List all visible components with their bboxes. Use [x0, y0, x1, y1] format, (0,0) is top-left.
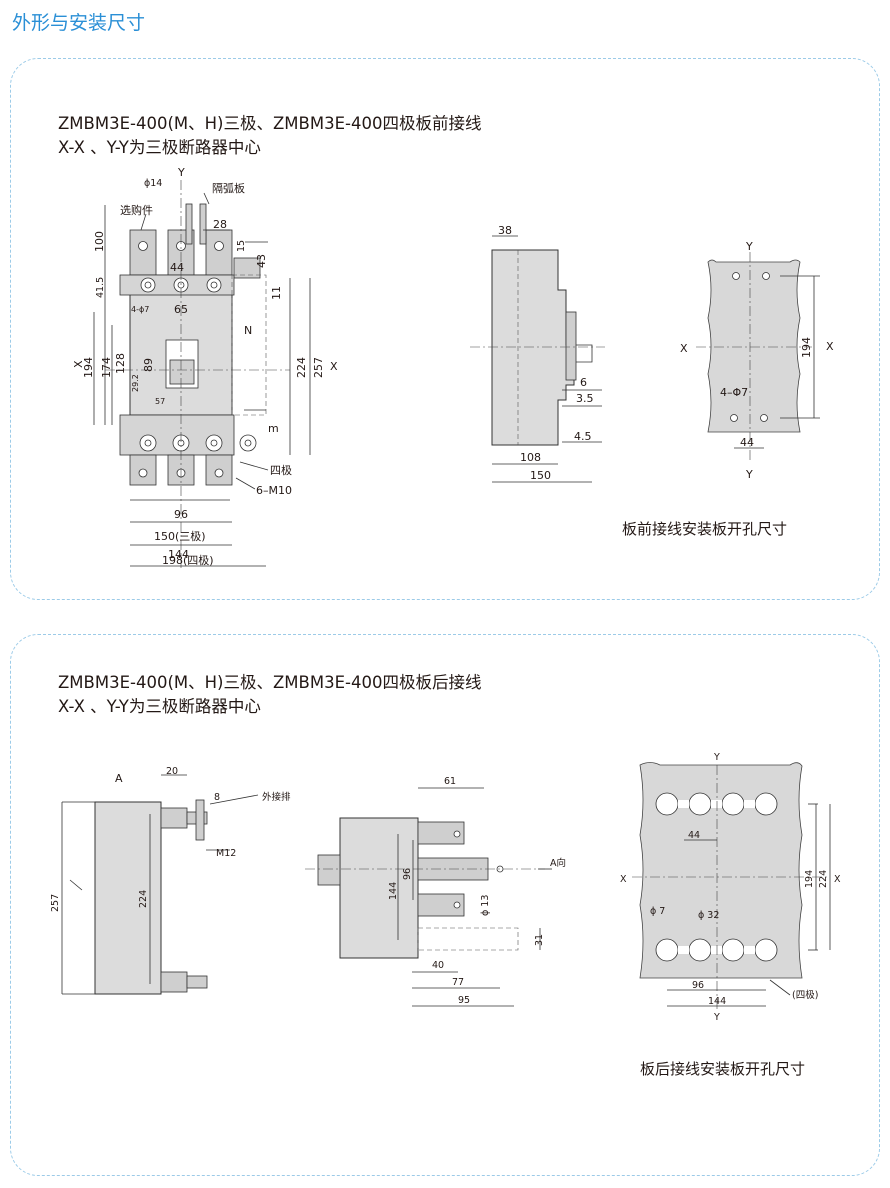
dim-label: 198(四极)	[162, 553, 214, 567]
axis-label: X	[330, 360, 338, 373]
dim-label: 194	[82, 357, 95, 378]
dim-label: 6	[580, 376, 587, 389]
axis-label: Y	[713, 752, 720, 763]
dim-label: 28	[213, 218, 227, 231]
heading-axis-line: X-X 、Y-Y为三极断路器中心	[58, 697, 261, 716]
dim-label: 194	[800, 337, 813, 358]
rear-top-labels: 61 A向 144 96 ϕ 13 31 40 77 95	[388, 776, 566, 1006]
rear-top-drawing	[305, 787, 552, 1007]
dim-label: 150(三极)	[154, 529, 206, 543]
dim-label: 150	[530, 469, 551, 482]
dim-label: 44	[740, 436, 754, 449]
callout-label: N	[244, 324, 252, 337]
heading-axis-line: X-X 、Y-Y为三极断路器中心	[58, 138, 261, 157]
front-cutout-drawing	[696, 252, 820, 462]
callout-label: 选购件	[120, 203, 153, 217]
dim-label: 194	[804, 870, 815, 888]
callout-label: (四极)	[792, 989, 818, 1001]
heading-model-line: ZMBM3E-400(M、H)三极、ZMBM3E-400四极板前接线	[58, 114, 482, 133]
rear-side-drawing	[61, 774, 259, 995]
rear-side-labels: A 20 外接排 8 M12 257 224	[50, 766, 291, 912]
side-view-drawing	[470, 235, 605, 483]
dim-label: 96	[402, 868, 413, 880]
callout-label: A	[115, 772, 123, 785]
page-title: 外形与安装尺寸	[12, 12, 146, 34]
dim-label: M12	[216, 848, 236, 859]
dim-label: 15	[236, 240, 247, 252]
dim-label: ϕ 7	[650, 906, 665, 917]
dim-label: 89	[142, 358, 155, 372]
callout-label: A向	[550, 857, 566, 869]
dim-label: 8	[214, 792, 220, 803]
dim-label: 100	[93, 231, 106, 252]
axis-label: X	[680, 342, 688, 355]
callout-label: 隔弧板	[212, 181, 245, 195]
dim-label: 224	[818, 870, 829, 888]
side-view-labels: 38 6 3.5 4.5 108 150	[498, 224, 594, 482]
axis-label: X	[826, 340, 834, 353]
dim-label: ϕ 13	[480, 895, 491, 916]
dim-label: 65	[174, 303, 188, 316]
dim-label: 257	[312, 357, 325, 378]
dim-label: 174	[100, 357, 113, 378]
callout-label: 外接排	[262, 791, 291, 803]
dim-label: 77	[452, 977, 464, 988]
dim-label: ϕ14	[144, 178, 162, 189]
dim-label: 144	[388, 882, 399, 900]
dim-label: 144	[708, 996, 726, 1007]
dim-label: 144	[168, 548, 189, 561]
dim-label: 20	[166, 766, 178, 777]
dim-label: 108	[520, 451, 541, 464]
dim-label: 29.2	[131, 374, 140, 392]
dim-label: 4.5	[574, 430, 592, 443]
dim-label: 40	[432, 960, 444, 971]
dim-label: 4-ϕ7	[131, 305, 149, 314]
dim-label: 96	[692, 980, 704, 991]
dim-label: 44	[688, 830, 700, 841]
front-cutout-labels: Y X 194 X 4–Φ7 44 Y	[680, 240, 834, 481]
front-view-labels: ϕ14 Y 隔弧板 选购件 100 28 15 44 43 41.5 11 4-…	[72, 166, 338, 567]
rear-cutout-drawing	[632, 762, 831, 1012]
heading-model-line: ZMBM3E-400(M、H)三极、ZMBM3E-400四极板后接线	[58, 673, 482, 692]
dim-label: 3.5	[576, 392, 594, 405]
rear-cutout-caption: 板后接线安装板开孔尺寸	[640, 1060, 806, 1078]
dim-label: 61	[444, 776, 456, 787]
dim-label: 11	[270, 286, 283, 300]
rear-wiring-heading: ZMBM3E-400(M、H)三极、ZMBM3E-400四极板后接线 X-X 、…	[58, 671, 481, 719]
front-cutout-caption: 板前接线安装板开孔尺寸	[622, 520, 788, 538]
front-view-drawing	[93, 180, 311, 570]
axis-label: Y	[745, 240, 753, 253]
callout-label: m	[268, 422, 279, 435]
dim-label: 57	[155, 397, 165, 406]
dim-label: 128	[114, 353, 127, 374]
rear-cutout-labels: Y 44 X 194 224 X ϕ 7 ϕ 32 96 144 Y (四极)	[620, 752, 841, 1023]
dim-label: 41.5	[95, 277, 106, 298]
callout-label: 四极	[270, 463, 292, 477]
dim-label: 44	[170, 261, 184, 274]
axis-label: X	[834, 874, 841, 885]
dim-label: 43	[255, 254, 268, 268]
dim-label: ϕ 32	[698, 910, 719, 921]
axis-label: Y	[177, 166, 185, 179]
axis-label: Y	[713, 1012, 720, 1023]
dim-label: 31	[534, 934, 545, 946]
rear-wiring-panel	[10, 634, 880, 1176]
front-wiring-heading: ZMBM3E-400(M、H)三极、ZMBM3E-400四极板前接线 X-X 、…	[58, 112, 481, 160]
callout-label: 6–M10	[256, 484, 292, 497]
dim-label: 95	[458, 995, 470, 1006]
dim-label: 4–Φ7	[720, 386, 748, 399]
axis-label: X	[620, 874, 627, 885]
dim-label: 224	[295, 357, 308, 378]
dim-label: 257	[50, 894, 61, 912]
dim-label: 38	[498, 224, 512, 237]
front-wiring-panel	[10, 58, 880, 600]
dim-label: 96	[174, 508, 188, 521]
dim-label: 224	[138, 890, 149, 908]
axis-label: X	[72, 360, 85, 368]
axis-label: Y	[745, 468, 753, 481]
